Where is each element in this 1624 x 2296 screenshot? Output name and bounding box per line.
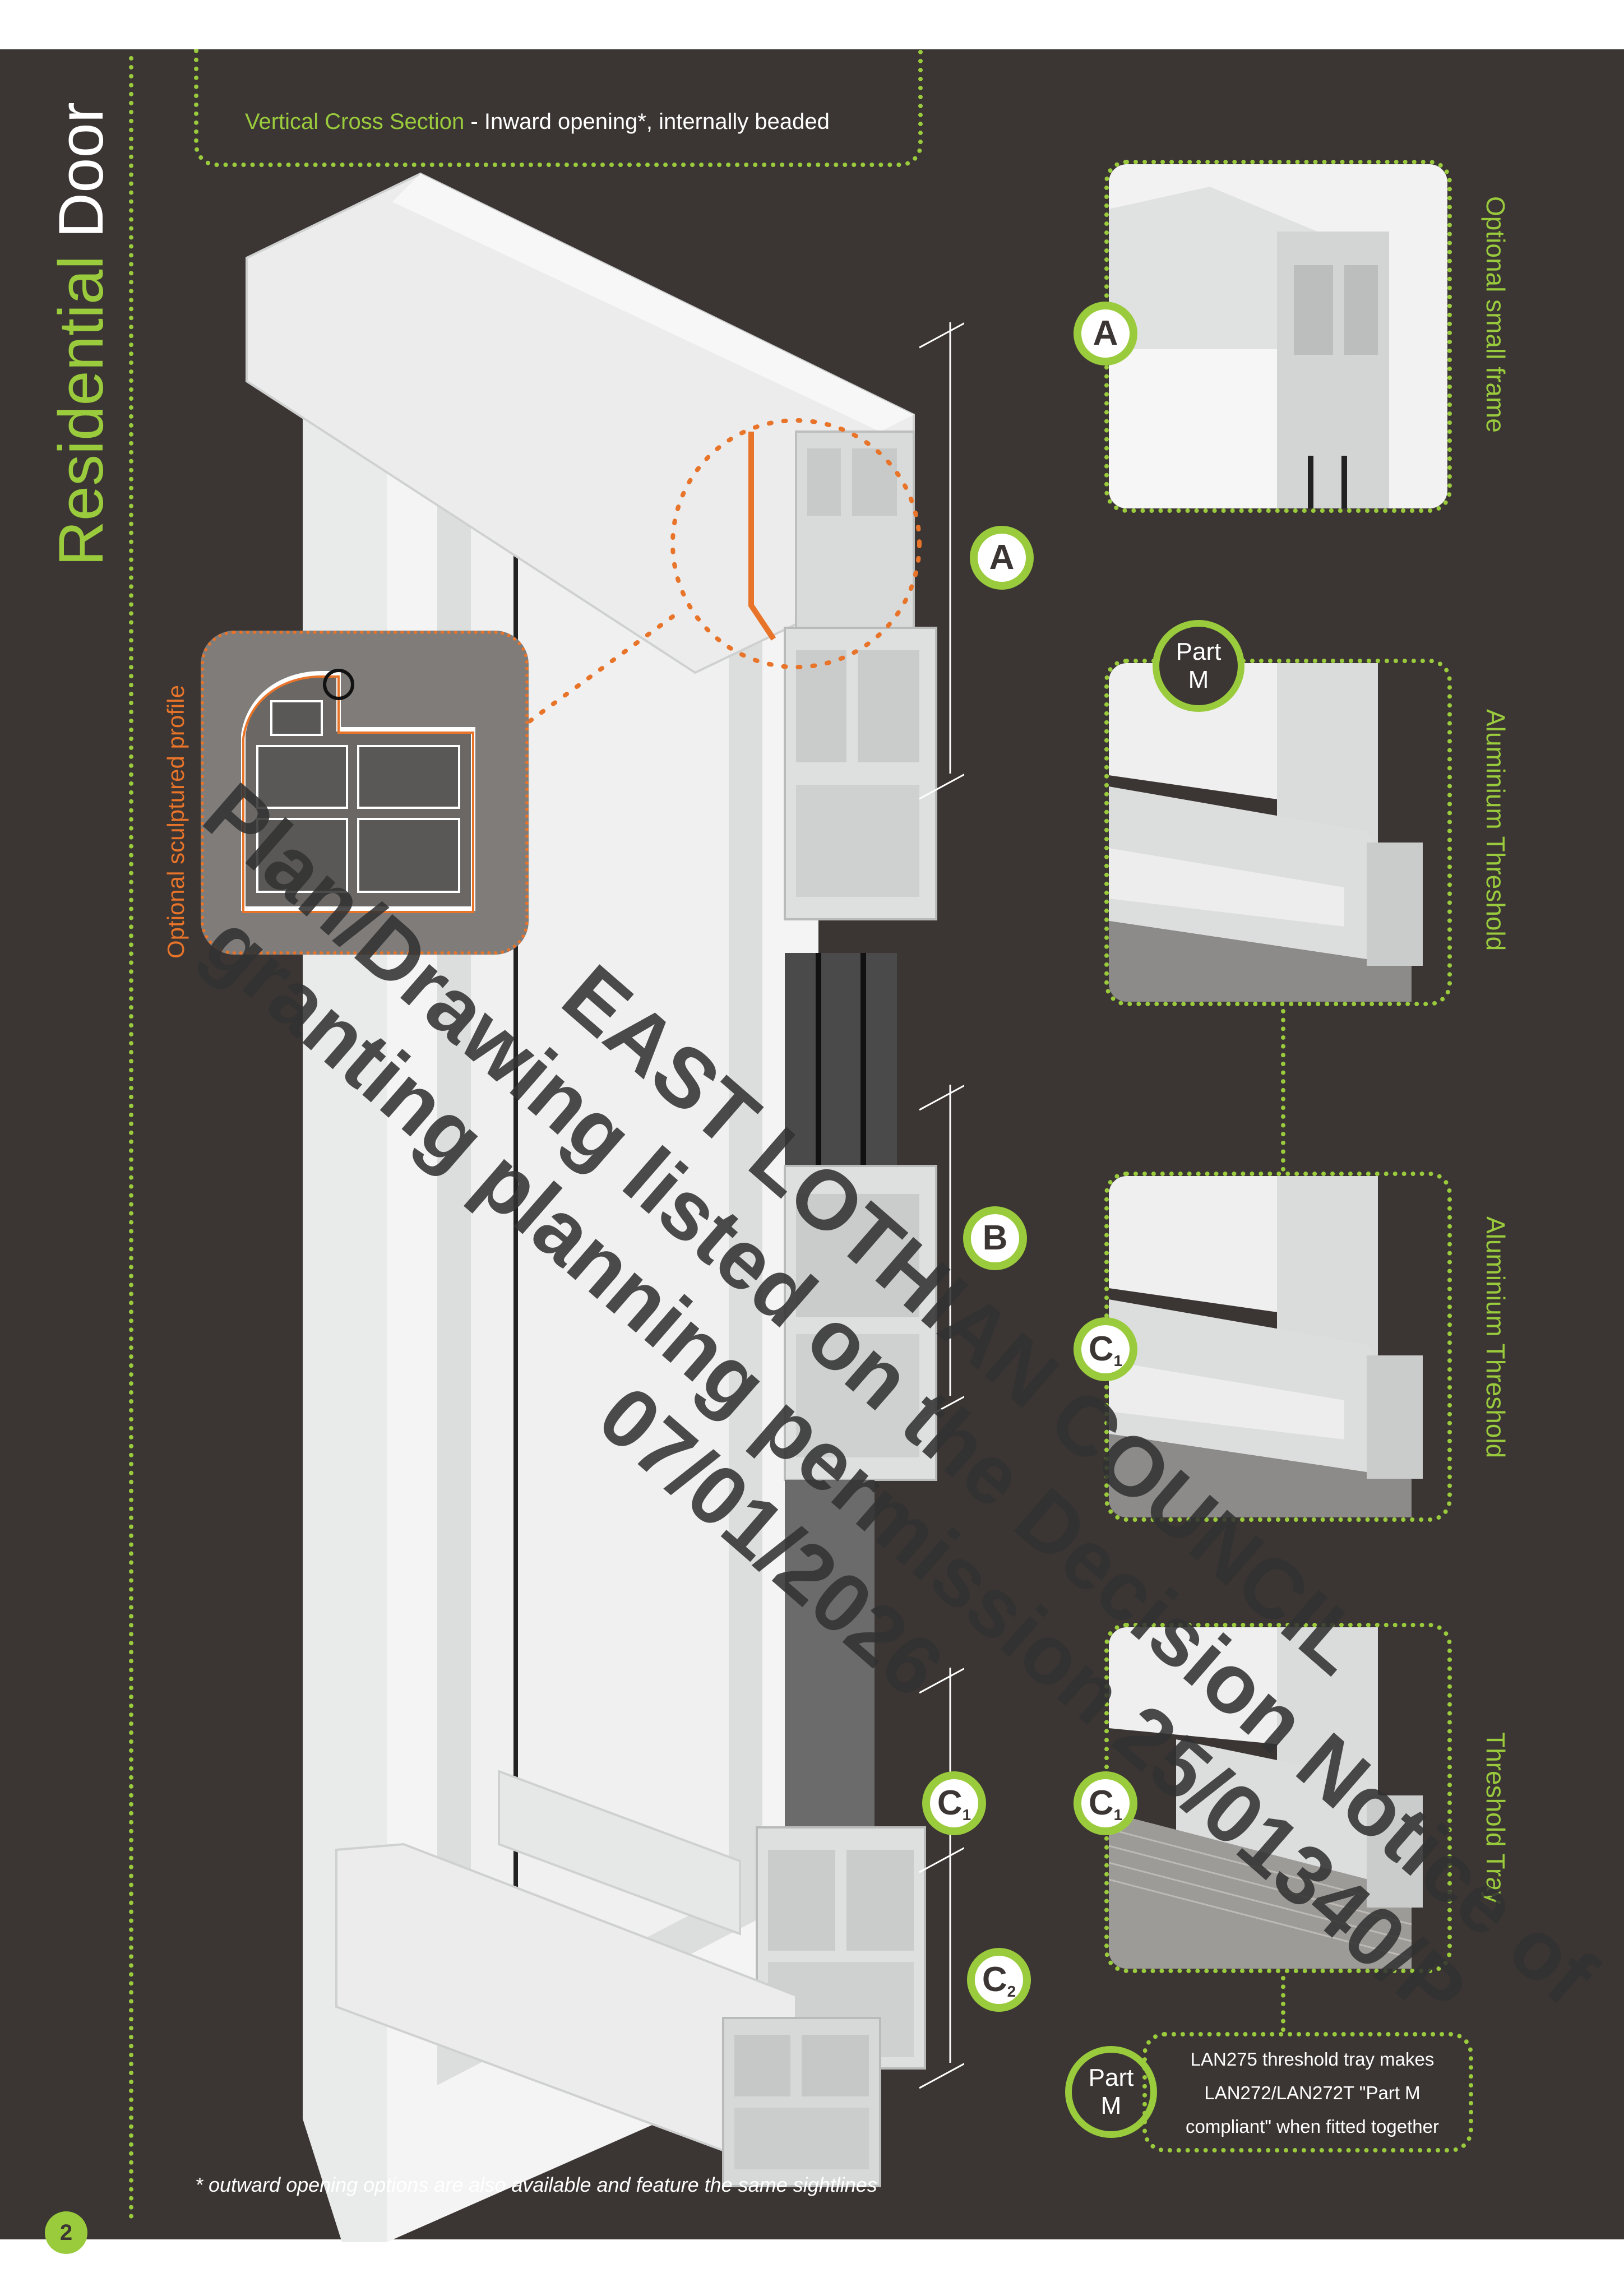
label-optional-small-frame: Optional small frame: [1481, 196, 1510, 433]
left-dotted-border: [129, 56, 133, 2220]
threshold-tray-photo: [1109, 1627, 1447, 1969]
sculptured-profile-inset: [201, 631, 529, 955]
footnote: * outward opening options are also avail…: [195, 2173, 877, 2196]
label-aluminium-threshold-1: Aluminium Threshold: [1481, 709, 1510, 951]
part-m-note-box: LAN275 threshold tray makes LAN272/LAN27…: [1142, 2032, 1473, 2152]
photo-threshold-tray: [1104, 1623, 1452, 1973]
note-line-2: LAN272/LAN272T "Part M: [1204, 2082, 1421, 2103]
photo-aluminium-threshold-1: [1104, 659, 1452, 1006]
photo-aluminium-threshold-2: [1104, 1172, 1452, 1522]
dimension-badge-c2: C2: [967, 1948, 1031, 2012]
badge-c1-tray: C1: [1074, 1771, 1137, 1835]
note-line-3: compliant" when fitted together: [1186, 2116, 1439, 2137]
badge-a-small-frame: A: [1074, 302, 1137, 365]
small-frame-photo: [1109, 164, 1447, 508]
note-line-1: LAN275 threshold tray makes: [1190, 2049, 1435, 2070]
dimension-badge-a: A: [970, 526, 1034, 590]
connector-dotted-2: [1281, 1976, 1285, 2032]
page-title: Residential Door: [46, 102, 116, 566]
part-m-badge-bottom: Part M: [1065, 2046, 1157, 2138]
part-m-badge-top: Part M: [1153, 620, 1244, 712]
threshold-photo-1: [1109, 663, 1447, 1002]
dimension-badge-b: B: [963, 1206, 1027, 1270]
label-aluminium-threshold-2: Aluminium Threshold: [1481, 1216, 1510, 1459]
profile-section-drawing: [241, 669, 475, 913]
section-label-frame: [194, 49, 923, 167]
connector-dotted-1: [1281, 1009, 1285, 1172]
threshold-photo-2: [1109, 1176, 1447, 1517]
page-number: 2: [45, 2211, 87, 2254]
section-label: Vertical Cross Section - Inward opening*…: [245, 109, 830, 134]
photo-optional-small-frame: [1104, 160, 1452, 513]
